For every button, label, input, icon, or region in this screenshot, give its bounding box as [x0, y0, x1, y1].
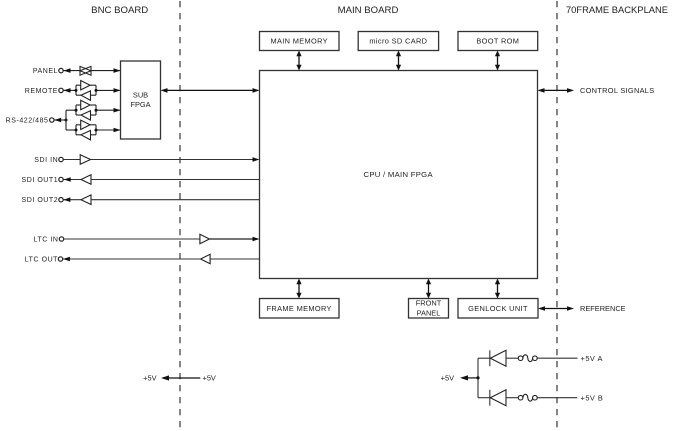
svg-text:FRONT: FRONT	[416, 299, 442, 308]
svg-text:PANEL: PANEL	[33, 68, 58, 75]
svg-text:+5V: +5V	[203, 374, 216, 383]
svg-text:BNC BOARD: BNC BOARD	[91, 5, 148, 16]
svg-text:FPGA: FPGA	[130, 100, 150, 109]
svg-text:MAIN BOARD: MAIN BOARD	[338, 5, 399, 16]
svg-text:70FRAME BACKPLANE: 70FRAME BACKPLANE	[566, 4, 668, 15]
svg-text:MAIN MEMORY: MAIN MEMORY	[270, 37, 328, 46]
svg-text:FRAME MEMORY: FRAME MEMORY	[267, 304, 332, 313]
svg-text:micro SD CARD: micro SD CARD	[369, 37, 427, 46]
svg-text:SDI OUT2: SDI OUT2	[22, 197, 59, 204]
svg-text:CPU / MAIN FPGA: CPU / MAIN FPGA	[363, 170, 433, 179]
svg-text:LTC IN: LTC IN	[34, 236, 59, 243]
svg-text:SDI OUT1: SDI OUT1	[22, 177, 59, 184]
svg-text:RS-422/485: RS-422/485	[6, 117, 49, 124]
svg-text:GENLOCK UNIT: GENLOCK UNIT	[468, 304, 528, 313]
svg-text:+5V A: +5V A	[581, 354, 603, 363]
svg-text:SUB: SUB	[133, 91, 148, 100]
svg-text:+5V B: +5V B	[581, 393, 604, 402]
svg-text:+5V: +5V	[441, 373, 454, 382]
svg-text:REFERENCE: REFERENCE	[580, 304, 626, 313]
svg-text:SDI IN: SDI IN	[34, 157, 58, 164]
svg-text:+5V: +5V	[143, 374, 156, 383]
svg-text:PANEL: PANEL	[417, 308, 441, 317]
svg-text:CONTROL SIGNALS: CONTROL SIGNALS	[580, 86, 654, 95]
svg-text:LTC OUT: LTC OUT	[25, 256, 58, 263]
svg-text:BOOT ROM: BOOT ROM	[476, 37, 519, 46]
svg-text:REMOTE: REMOTE	[25, 88, 58, 95]
